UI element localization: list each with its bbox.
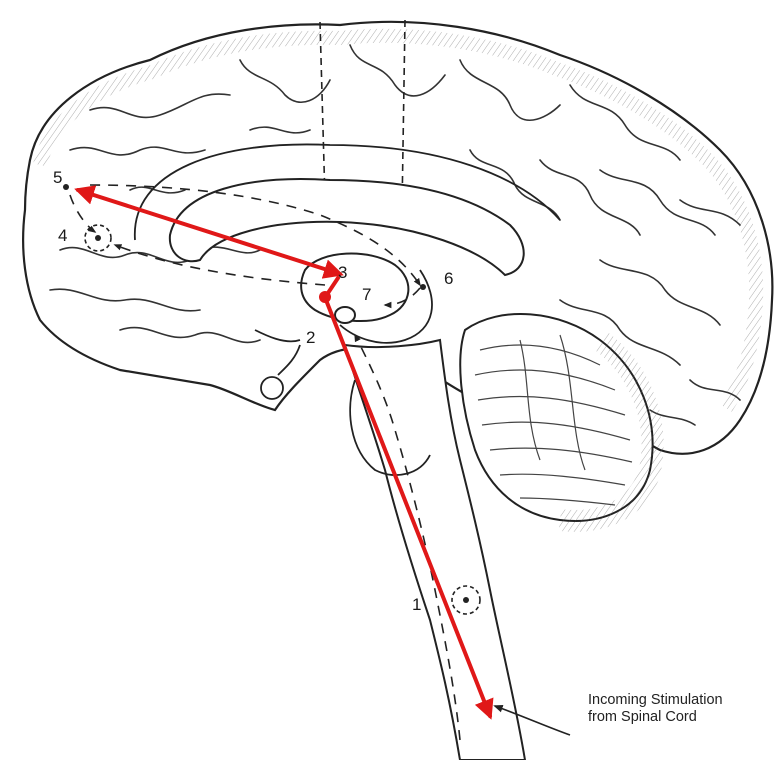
dot-4 bbox=[95, 235, 101, 241]
marker-4: 4 bbox=[58, 226, 67, 245]
caption-line-1: Incoming Stimulation bbox=[588, 692, 778, 709]
marker-2: 2 bbox=[306, 328, 315, 347]
incoming-stimulation-caption: Incoming Stimulation from Spinal Cord bbox=[588, 692, 778, 726]
marker-3: 3 bbox=[338, 263, 347, 282]
pituitary-gland bbox=[261, 377, 283, 399]
caption-line-2: from Spinal Cord bbox=[588, 709, 778, 726]
dot-1 bbox=[463, 597, 469, 603]
dot-6 bbox=[420, 284, 426, 290]
marker-5: 5 bbox=[53, 168, 62, 187]
red-node bbox=[319, 291, 331, 303]
fornix-loop bbox=[335, 307, 355, 323]
marker-7: 7 bbox=[362, 285, 371, 304]
marker-1: 1 bbox=[412, 595, 421, 614]
marker-6: 6 bbox=[444, 269, 453, 288]
dot-5 bbox=[63, 184, 69, 190]
